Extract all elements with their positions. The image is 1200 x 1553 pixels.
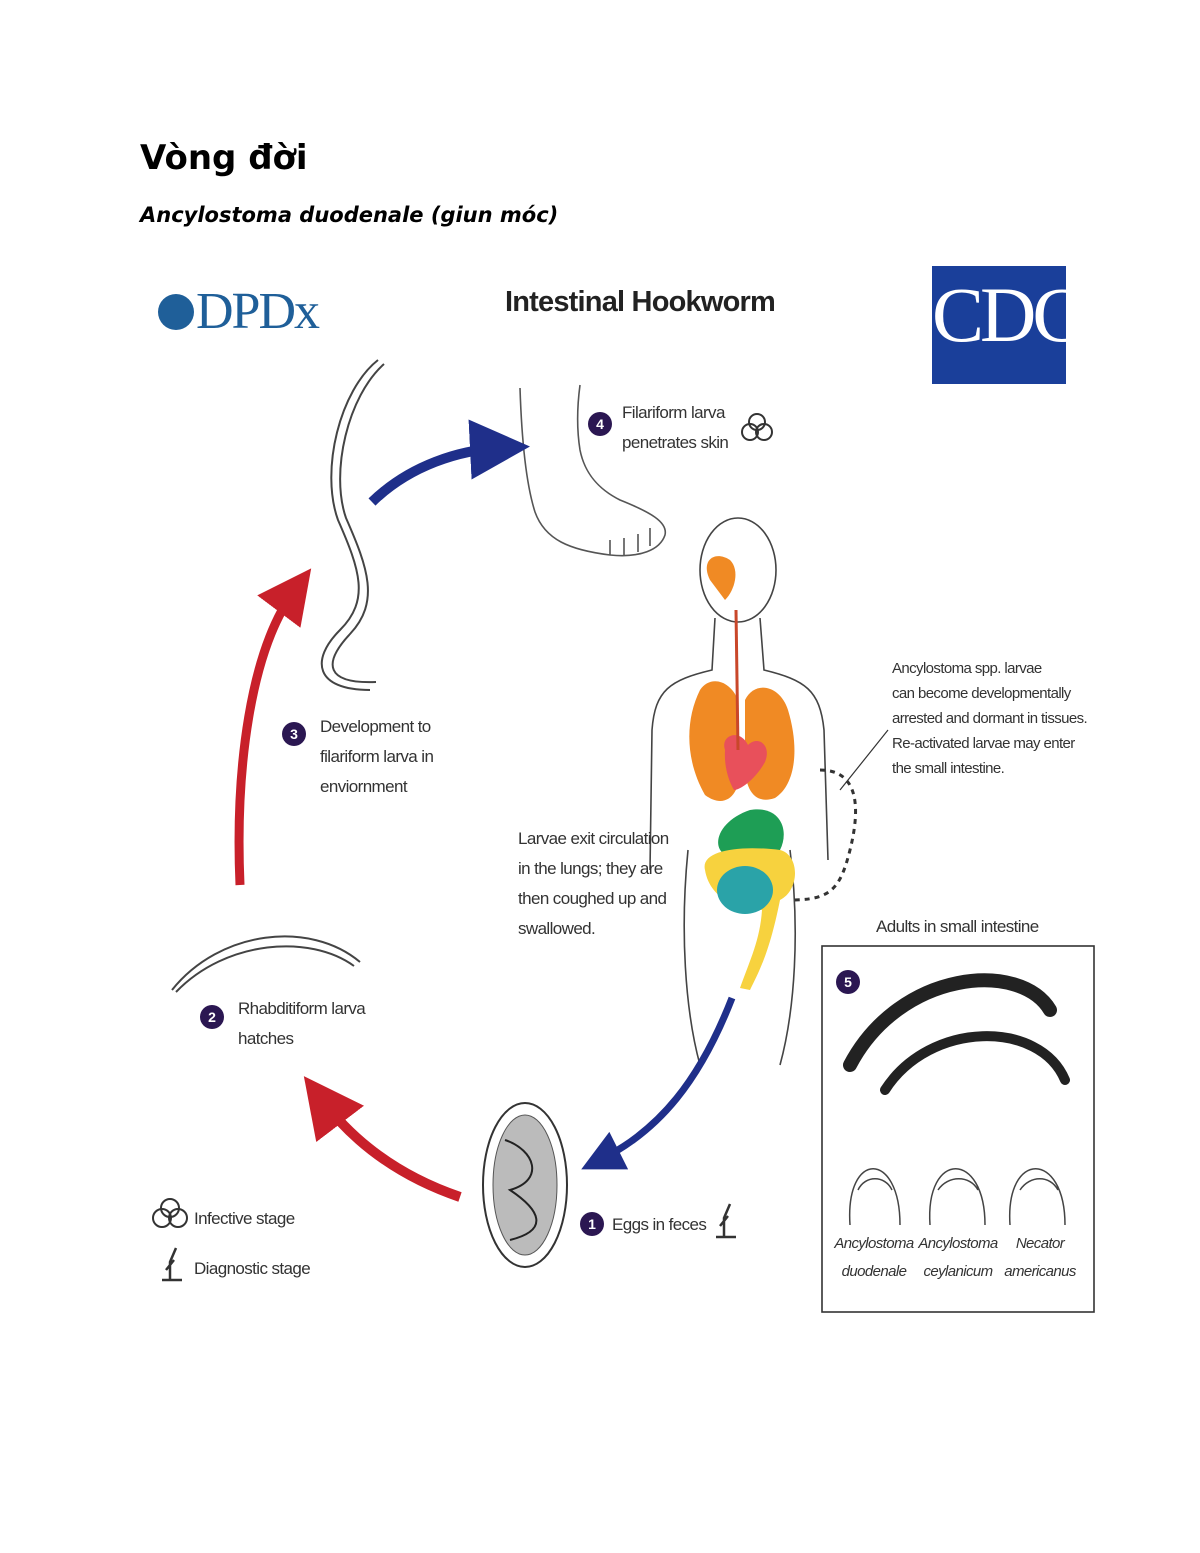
step-4-label: Filariform larva penetrates skin	[622, 403, 729, 452]
filariform-larva-drawing	[320, 359, 385, 691]
biohazard-icon-step4	[741, 413, 773, 441]
dormant-arrow-path	[789, 768, 858, 902]
foot-drawing	[519, 384, 667, 557]
human-body-drawing	[649, 517, 829, 1066]
step-2-badge: 2	[200, 1005, 224, 1029]
microscope-icon-step1	[716, 1203, 736, 1239]
step-2-label: Rhabditiform larva hatches	[238, 999, 366, 1048]
legend-infective-label: Infective stage	[194, 1209, 295, 1228]
page-title: Vòng đời	[140, 138, 308, 178]
step-4-badge: 4	[588, 412, 612, 436]
step-1-badge: 1	[580, 1212, 604, 1236]
body-organs-drawing	[689, 556, 795, 990]
dormant-larvae-note: Ancylostoma spp. larvae can become devel…	[892, 660, 1088, 777]
step-3-label: Development to filariform larva in envio…	[320, 717, 434, 796]
microscope-icon	[162, 1247, 182, 1282]
rhabditiform-larva-drawing	[171, 935, 361, 993]
legend-diagnostic-label: Diagnostic stage	[194, 1259, 311, 1278]
mouthparts-drawings	[849, 1168, 1066, 1226]
species-a-ceylanicum: Ancylostoma ceylanicum	[918, 1235, 998, 1280]
page-subtitle: Ancylostoma duodenale (giun móc)	[140, 203, 559, 227]
step-5-badge: 5	[836, 970, 860, 994]
species-n-americanus: Necator americanus	[1004, 1235, 1076, 1280]
adults-box-title: Adults in small intestine	[876, 917, 1039, 936]
species-a-duodenale: Ancylostoma duodenale	[834, 1235, 914, 1280]
cdc-logo: CDC	[932, 266, 1066, 384]
hookworm-lifecycle-figure: DPDx Intestinal Hookworm CDC 4 Filarifor…	[140, 250, 1110, 1330]
lifecycle-diagram-graphics	[152, 359, 1095, 1313]
step-1-label: Eggs in feces	[612, 1215, 707, 1234]
biohazard-icon	[152, 1198, 188, 1228]
arrow-larva-to-filariform	[234, 568, 312, 886]
arrow-larva-to-skin	[368, 419, 530, 506]
lung-note: Larvae exit circulation in the lungs; th…	[518, 829, 669, 938]
dpdx-logo: DPDx	[158, 282, 320, 341]
dpdx-mark-icon	[158, 294, 194, 330]
egg-drawing	[482, 1102, 568, 1268]
step-3-badge: 3	[282, 722, 306, 746]
arrow-intestine-to-feces	[581, 996, 736, 1170]
arrow-egg-to-larva	[303, 1076, 462, 1202]
diagram-title: Intestinal Hookworm	[505, 286, 776, 318]
adult-worms-drawing	[843, 973, 1070, 1095]
dormant-note-pointer	[839, 729, 889, 791]
adults-box	[821, 945, 1095, 1313]
